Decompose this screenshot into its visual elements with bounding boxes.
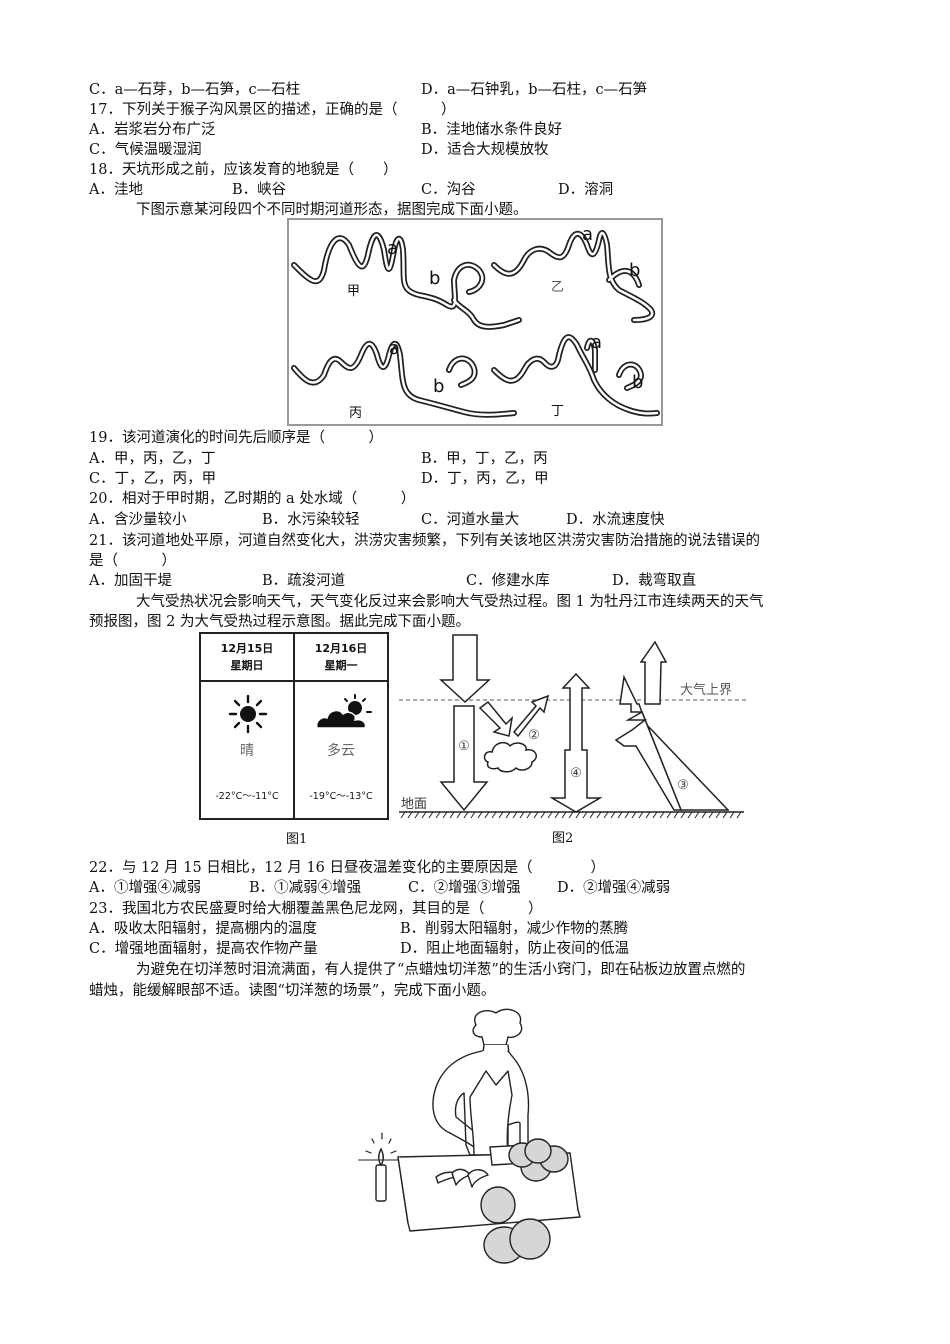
- q18-option-a: A．洼地: [89, 182, 143, 198]
- marker-3: ③: [677, 778, 689, 793]
- day2-date: 12月16日: [314, 642, 368, 655]
- onion-cutting-illustration: [358, 1005, 598, 1265]
- q18-stem: 18．天坑形成之前，应该发育的地貌是（ ）: [89, 162, 398, 178]
- panel-label-yi: 乙: [551, 280, 565, 295]
- day2-temp: -19°C～-13°C: [309, 791, 373, 802]
- q17-stem: 17．下列关于猴子沟风景区的描述，正确的是（ ）: [89, 102, 456, 118]
- marker-1: ①: [458, 739, 470, 754]
- panel-label-ding: 丁: [551, 404, 565, 419]
- q23-option-b: B．削弱太阳辐射，减少作物的蒸腾: [400, 921, 629, 937]
- q18-option-d: D．溶洞: [558, 182, 614, 198]
- heat-intro-line1: 大气受热状况会影响天气，天气变化反过来会影响大气受热过程。图 1 为牡丹江市连续…: [136, 594, 764, 610]
- q17-option-d: D．适合大规模放牧: [421, 142, 549, 158]
- q17-option-a: A．岩浆岩分布广泛: [89, 122, 216, 138]
- label-a-yi: a: [582, 224, 594, 245]
- q20-option-c: C．河道水量大: [421, 512, 520, 528]
- onion-intro-line1: 为避免在切洋葱时泪流满面，有人提供了“点蜡烛切洋葱”的生活小窍门，即在砧板边放置…: [136, 962, 746, 978]
- atmosphere-top-label: 大气上界: [680, 682, 732, 698]
- q16-option-c: C．a—石芽，b—石笋，c—石柱: [89, 82, 301, 98]
- q22-option-b: B．①减弱④增强: [249, 880, 362, 896]
- heat-intro-line2: 预报图，图 2 为大气受热过程示意图。据此完成下面小题。: [89, 614, 470, 630]
- q23-stem: 23．我国北方农民盛夏时给大棚覆盖黑色尼龙网，其目的是（ ）: [89, 901, 543, 917]
- label-a-ding: a: [591, 332, 603, 353]
- q21-option-c: C．修建水库: [466, 573, 550, 589]
- q18-option-c: C．沟谷: [421, 182, 476, 198]
- onion-intro-line2: 蜡烛，能缓解眼部不适。读图“切洋葱的场景”，完成下面小题。: [89, 983, 496, 999]
- weather-forecast-figure: 12月15日 星期日 12月16日 星期一 晴 多云 -2: [199, 632, 389, 820]
- q20-stem: 20．相对于甲时期，乙时期的 a 处水域（ ）: [89, 491, 416, 507]
- q23-option-d: D．阻止地面辐射，防止夜间的低温: [400, 941, 630, 957]
- label-b-bing: b: [433, 376, 445, 397]
- q19-stem: 19．该河道演化的时间先后顺序是（ ）: [89, 430, 383, 446]
- day1-weekday: 星期日: [230, 659, 264, 672]
- atmospheric-heating-figure: ① ② ③ ④ 大气上界 地面: [396, 632, 750, 824]
- q22-option-c: C．②增强③增强: [408, 880, 521, 896]
- ground-label: 地面: [401, 797, 427, 812]
- day1-date: 12月15日: [220, 642, 274, 655]
- q22-option-a: A．①增强④减弱: [89, 880, 201, 896]
- q20-option-a: A．含沙量较小: [89, 512, 187, 528]
- label-b-jia: b: [429, 268, 441, 289]
- figure2-caption: 图2: [552, 831, 574, 846]
- q20-option-d: D．水流速度快: [566, 512, 665, 528]
- day2-weekday: 星期一: [324, 659, 358, 672]
- q21-stem-line1: 21．该河道地处平原，河道自然变化大，洪涝灾害频繁，下列有关该地区洪涝灾害防治措…: [89, 533, 760, 549]
- q18-option-b: B．峡谷: [232, 182, 287, 198]
- q19-option-a: A．甲，丙，乙，丁: [89, 451, 216, 467]
- q16-option-d: D．a—石钟乳，b—石柱，c—石笋: [421, 82, 648, 98]
- q22-option-d: D．②增强④减弱: [557, 880, 671, 896]
- q19-option-b: B．甲，丁，乙，丙: [421, 451, 548, 467]
- q22-stem: 22．与 12 月 15 日相比，12 月 16 日昼夜温差变化的主要原因是（ …: [89, 860, 606, 876]
- label-a-jia: a: [387, 238, 399, 259]
- day1-temp: -22°C～-11°C: [215, 791, 279, 802]
- q23-option-c: C．增强地面辐射，提高农作物产量: [89, 941, 318, 957]
- marker-4: ④: [570, 766, 582, 781]
- day2-weather: 多云: [327, 743, 355, 759]
- label-b-ding: b: [632, 372, 644, 393]
- q19-option-c: C．丁，乙，丙，甲: [89, 471, 217, 487]
- q20-option-b: B．水污染较轻: [262, 512, 360, 528]
- panel-label-jia: 甲: [347, 284, 361, 299]
- sun-icon: [228, 694, 268, 734]
- label-b-yi: b: [629, 260, 641, 281]
- partly-cloudy-icon: [313, 694, 375, 734]
- q23-option-a: A．吸收太阳辐射，提高棚内的温度: [89, 921, 317, 937]
- day1-weather: 晴: [240, 743, 254, 759]
- river-intro: 下图示意某河段四个不同时期河道形态，据图完成下面小题。: [136, 202, 528, 218]
- marker-2: ②: [528, 728, 540, 743]
- q21-option-b: B．疏浚河道: [262, 573, 346, 589]
- q17-option-c: C．气候温暖湿润: [89, 142, 202, 158]
- figure1-caption: 图1: [286, 832, 308, 847]
- q21-option-d: D．裁弯取直: [612, 573, 697, 589]
- panel-label-bing: 丙: [349, 406, 363, 421]
- q21-stem-line2: 是（ ）: [89, 553, 176, 569]
- q21-option-a: A．加固干堤: [89, 573, 172, 589]
- q19-option-d: D．丁，丙，乙，甲: [421, 471, 549, 487]
- q17-option-b: B．洼地储水条件良好: [421, 122, 563, 138]
- river-channel-figure: a b 甲 a b 乙 a b 丙 a b 丁: [287, 218, 663, 426]
- label-a-bing: a: [389, 338, 401, 359]
